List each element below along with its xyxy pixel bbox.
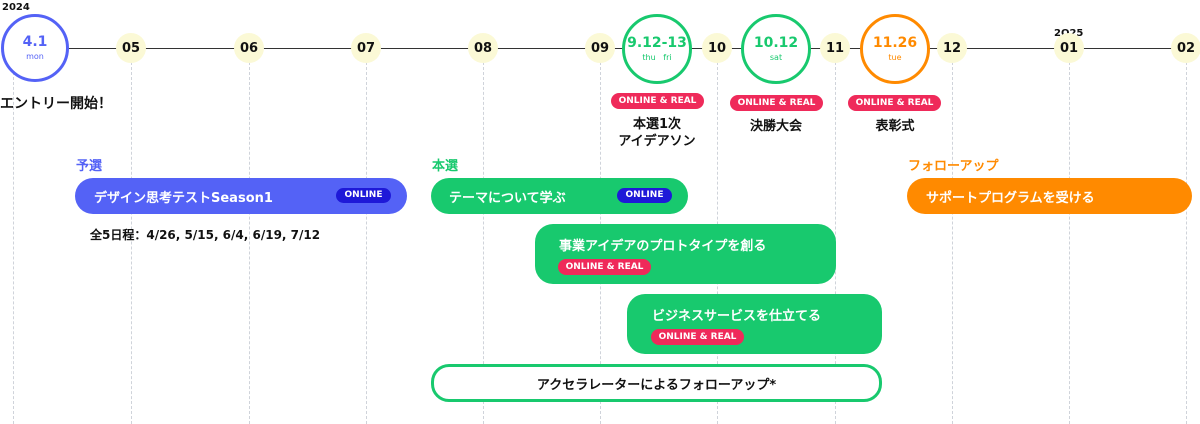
bar-accelerator-followup-text: アクセラレーターによるフォローアップ* [536,378,777,393]
online-badge: ONLINE [617,188,672,203]
gridline [1186,62,1187,424]
start-date: 4.1 [22,34,48,50]
month-marker: 02 [1171,33,1200,63]
gridline [131,62,132,424]
event-circle-award: 11.26 tue [860,14,930,84]
month-marker: 10 [702,33,732,63]
month-marker: 09 [585,33,615,63]
bar-prototype [535,224,836,284]
event-circle-ideathon: 9.12-13 thu fri [622,14,692,84]
event-label-line: アイデアソン [618,134,696,149]
section-title-prelim: 予選 [76,159,103,174]
event-day: tue [888,53,902,62]
online-real-badge: ONLINE & REAL [611,93,704,109]
event-date: 9.12-13 [627,35,687,51]
start-day: mon [26,52,44,61]
event-date: 10.12 [753,35,799,51]
gridline [366,62,367,424]
online-real-badge: ONLINE & REAL [558,259,651,275]
online-badge: ONLINE [336,188,391,203]
event-label-award: 表彰式 [875,119,915,134]
online-real-badge: ONLINE & REAL [848,95,941,111]
month-marker: 08 [468,33,498,63]
start-date-circle: 4.1 mon [1,14,69,82]
bar-support-program [907,178,1192,214]
gridline [13,62,14,424]
event-label-ideathon: 本選1次 アイデアソン [597,116,717,150]
section-title-followup: フォローアップ [908,159,999,174]
bar-business-service-text: ビジネスサービスを仕立てる [652,309,822,324]
event-date: 11.26 [872,35,918,51]
event-circle-final: 10.12 sat [741,14,811,84]
event-label-line: 本選1次 [632,117,682,132]
gridline [483,62,484,424]
bar-support-program-text: サポートプログラムを受ける [926,191,1095,206]
gridline [1069,62,1070,424]
bar-prototype-text: 事業アイデアのプロトタイプを創る [559,239,767,254]
section-title-main: 本選 [432,159,459,174]
month-marker: 06 [234,33,264,63]
month-marker: 12 [937,33,967,63]
month-marker: 07 [351,33,381,63]
event-day: sat [769,53,783,62]
month-marker: 11 [820,33,850,63]
entry-start-label: エントリー開始！ [0,96,112,112]
online-real-badge: ONLINE & REAL [730,95,823,111]
gridline [249,62,250,424]
bar-accelerator-followup [431,364,882,402]
event-day: thu fri [642,53,672,62]
online-real-badge: ONLINE & REAL [651,329,744,345]
month-marker: 01 [1054,33,1084,63]
year-label-start: 2024 [2,2,30,13]
bar-design-thinking-text: デザイン思考テストSeason1 [94,191,273,206]
bar-business-service [627,294,882,354]
gridline [952,62,953,424]
event-label-final: 決勝大会 [749,119,802,134]
bar-theme-text: テーマについて学ぶ [449,191,566,206]
month-marker: 05 [116,33,146,63]
timeline-axis [40,48,1190,49]
design-schedule: 全5日程：4/26, 5/15, 6/4, 6/19, 7/12 [90,228,321,242]
